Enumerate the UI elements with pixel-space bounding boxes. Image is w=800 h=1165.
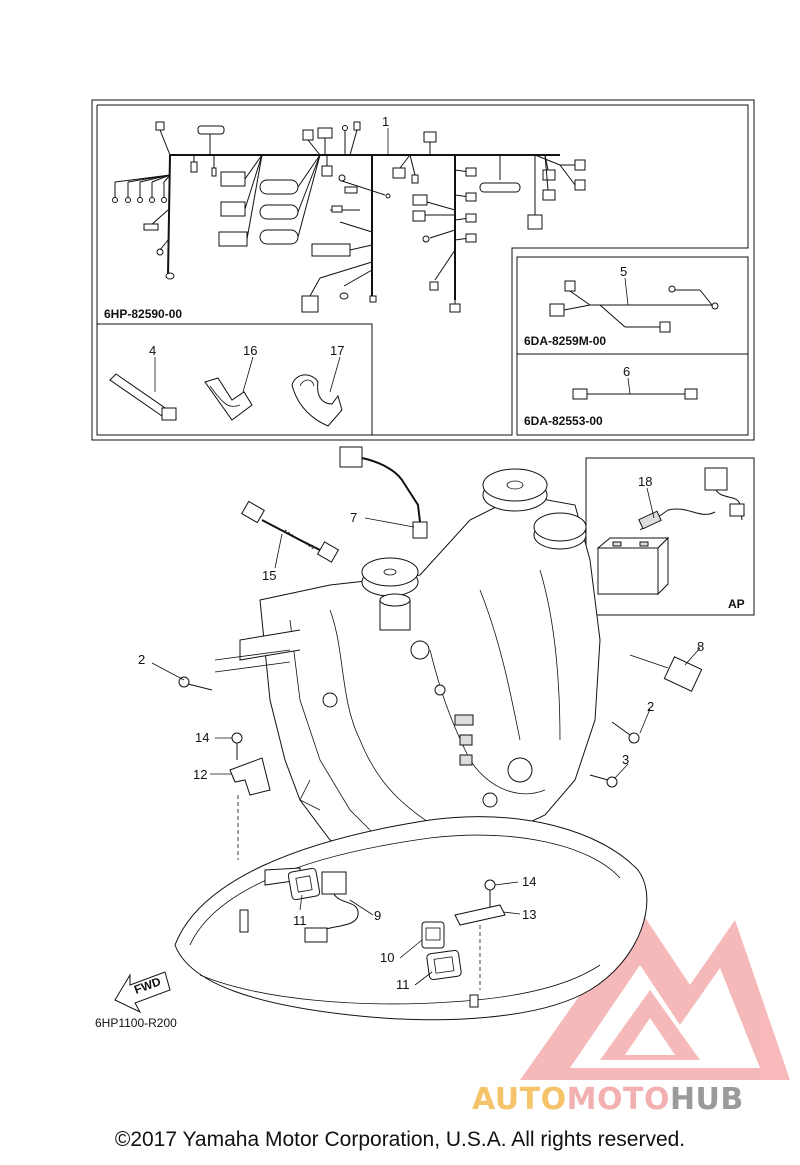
part-code-harness: 6HP-82590-00 (104, 307, 182, 321)
figure-code: 6HP1100-R200 (95, 1016, 177, 1030)
engine-block (214, 468, 601, 871)
sub-harness (549, 280, 719, 333)
copyright-notice: ©2017 Yamaha Motor Corporation, U.S.A. A… (114, 1128, 686, 1151)
fwd-arrow-icon (114, 971, 171, 1014)
bolt-2-right (611, 721, 640, 744)
ap-label: AP (728, 597, 745, 611)
part-code-sub-harness: 6DA-8259M-00 (524, 334, 606, 348)
callout-6: 6 (623, 364, 630, 379)
callout-4: 4 (149, 343, 156, 358)
watermark-wordmark: AUTOMOTOHUB (472, 1082, 744, 1117)
callout-17: 17 (330, 343, 344, 358)
callout-2-right: 2 (647, 699, 654, 714)
watermark-moto: MOTO (566, 1082, 670, 1117)
watermark-logo-icon (520, 910, 790, 1080)
bolt-2-left (178, 676, 213, 691)
wire-holder-16 (204, 377, 253, 421)
callout-2-left: 2 (138, 652, 145, 667)
callout-11-left: 11 (293, 913, 307, 928)
grommet-11-right (426, 949, 462, 981)
part-code-lead: 6DA-82553-00 (524, 414, 603, 428)
bracket-13 (454, 904, 506, 990)
callout-14-upper: 14 (195, 730, 209, 745)
switch-10 (421, 921, 445, 949)
grommet-11-left (287, 867, 321, 901)
wire-holder-17 (291, 374, 343, 427)
kit-frame (91, 99, 755, 441)
sensor-8 (629, 654, 703, 692)
cable-tie (109, 373, 177, 421)
sensor-15 (241, 500, 340, 563)
screw-3 (589, 774, 618, 788)
callout-13: 13 (522, 907, 536, 922)
lead-wire (572, 388, 698, 400)
leader-lines (151, 128, 701, 986)
bottom-cowling (174, 816, 648, 1021)
bolt-14-upper (231, 732, 243, 760)
callout-8: 8 (697, 639, 704, 654)
callout-7: 7 (350, 510, 357, 525)
callout-3: 3 (622, 752, 629, 767)
callout-12: 12 (193, 767, 207, 782)
watermark-hub: HUB (669, 1082, 744, 1117)
callout-15: 15 (262, 568, 276, 583)
callout-11-right: 11 (396, 977, 410, 992)
bracket-12 (229, 757, 271, 860)
callout-10: 10 (380, 950, 394, 965)
switch-9 (304, 871, 359, 943)
callout-16: 16 (243, 343, 257, 358)
sensor-7 (339, 446, 428, 539)
callout-1: 1 (382, 114, 389, 129)
callout-18: 18 (638, 474, 652, 489)
callout-5: 5 (620, 264, 627, 279)
watermark-auto: AUTO (472, 1082, 567, 1117)
ap-box (585, 457, 755, 616)
wire-harness-main (112, 121, 586, 313)
callout-14-lower: 14 (522, 874, 536, 889)
callout-9: 9 (374, 908, 381, 923)
callouts: 1 5 6 4 16 17 7 15 2 2 3 8 14 12 11 9 10… (138, 114, 704, 992)
